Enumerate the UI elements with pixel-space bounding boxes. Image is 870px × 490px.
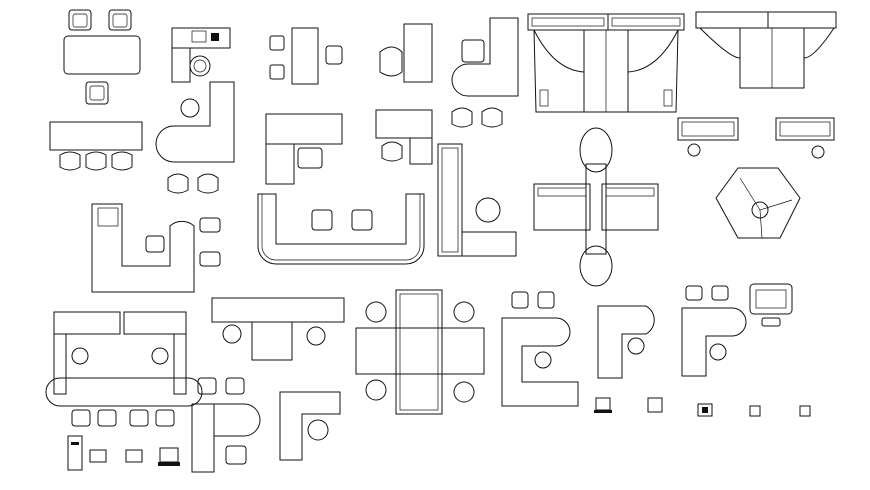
desk-top (171, 27, 231, 49)
desk-return (171, 47, 191, 83)
pod-cluster (715, 167, 801, 239)
rounded-l-desk (155, 81, 235, 163)
two-seat-desk (269, 27, 343, 85)
computer-desk-set (171, 27, 231, 83)
four-way-cluster (355, 289, 485, 415)
monitor-icon (697, 403, 713, 417)
armchair-icon (351, 209, 373, 231)
chair-icon (307, 419, 329, 441)
chair-icon (180, 98, 200, 118)
armchair-icon (225, 377, 245, 395)
sofa (749, 283, 793, 327)
chair-icon (475, 197, 501, 223)
chair-icon (151, 347, 169, 365)
cpu-icon (799, 405, 811, 417)
chair-icon (453, 381, 475, 403)
corner-l-desk (279, 391, 341, 461)
right-l-desk (681, 285, 747, 377)
workstation-pair (677, 117, 835, 159)
chair-icon (189, 55, 211, 77)
armchair-icon (461, 39, 485, 63)
armchair-icon (85, 81, 109, 105)
chair-icon (199, 217, 221, 233)
armchair-icon (68, 9, 92, 31)
reception-counter (257, 193, 425, 265)
chair-icon (306, 326, 326, 346)
cpu-icon (211, 33, 219, 41)
cubicle-cluster-b (695, 11, 837, 89)
monitor-icon (125, 449, 143, 463)
chair-icon (71, 347, 89, 365)
chair-icon (811, 145, 825, 159)
chair-icon (381, 141, 403, 162)
chair-icon (451, 107, 473, 128)
desk-with-chair (265, 113, 343, 185)
chair-icon (59, 151, 133, 171)
monitor-icon (159, 447, 179, 463)
corner-workstation (437, 143, 517, 257)
computer-icons (67, 397, 811, 471)
chair-icon (709, 343, 727, 361)
chair-icon (534, 351, 552, 369)
monitor-icon (595, 397, 611, 411)
stool-pair (167, 173, 219, 194)
double-workstation (45, 311, 203, 427)
chair-icon (145, 235, 165, 253)
l-workstation (91, 203, 221, 293)
armchair-icon (311, 209, 333, 231)
cubicle-cluster-a (527, 13, 685, 113)
monitor-icon (191, 30, 207, 43)
small-cubicle (211, 297, 345, 361)
chair-row (71, 409, 175, 427)
chair-icon (481, 107, 503, 128)
l-desk-with-armchair (451, 17, 519, 97)
lounge-desk (379, 23, 433, 83)
curved-l-desk (597, 305, 655, 379)
armchair-icon (108, 9, 132, 31)
armchair-icon (225, 445, 247, 465)
chair-icon (453, 301, 475, 323)
hutch-desk (191, 377, 261, 473)
cpu-icon (749, 405, 761, 417)
pinwheel-cluster (533, 127, 659, 287)
chair-icon (325, 45, 343, 65)
chair-icon (222, 324, 242, 344)
chair-icon (627, 337, 645, 355)
monitor-icon (89, 449, 107, 463)
armchair-icon (379, 46, 403, 77)
armchair-icon (197, 377, 217, 395)
bench-table (49, 121, 143, 151)
meeting-table-set (49, 9, 143, 171)
chair-icon (199, 251, 221, 267)
desk-top (291, 27, 319, 85)
table-top (63, 35, 141, 75)
small-desk (375, 107, 503, 165)
armchair-icon (297, 147, 323, 169)
chair-icon (687, 143, 701, 157)
chair-icon (365, 301, 387, 323)
u-shaped-desk (501, 291, 579, 407)
tower-icon (67, 435, 83, 471)
desk-top (403, 23, 433, 83)
chair-icon (365, 379, 387, 401)
monitor-icon (647, 397, 663, 413)
